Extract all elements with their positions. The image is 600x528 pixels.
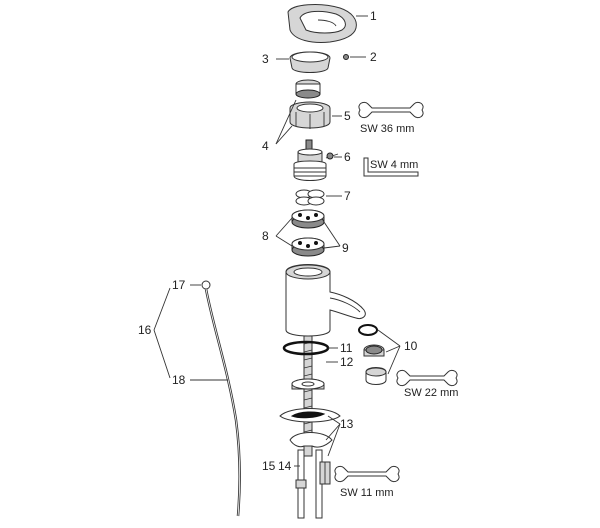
ceramic-disc-upper	[291, 209, 325, 229]
label-12: 12	[340, 355, 354, 369]
washer	[291, 378, 325, 390]
cartridge-nut	[289, 101, 331, 129]
label-16: 16	[138, 323, 152, 337]
leader-4a	[275, 99, 297, 145]
label-4: 4	[262, 139, 269, 153]
mounting-plate	[279, 408, 341, 423]
leader-10c	[387, 345, 401, 375]
leader-9a	[323, 221, 341, 247]
label-8: 8	[262, 229, 269, 243]
aerator-insert	[363, 344, 385, 357]
leader-8a	[275, 217, 293, 237]
label-11: 11	[340, 341, 353, 355]
supply-hose-cold	[295, 449, 307, 519]
rod-knob	[201, 280, 211, 290]
label-6: 6	[344, 150, 351, 164]
cartridge-screw	[325, 152, 339, 160]
label-10: 10	[404, 339, 418, 353]
tool-label-wrench-22: SW 22 mm	[404, 387, 458, 399]
leader-10a	[377, 329, 401, 347]
aerator-seal	[358, 324, 378, 336]
ceramic-disc-lower	[291, 237, 325, 257]
lever-handle	[287, 4, 357, 43]
cap	[289, 51, 331, 73]
hex-nut	[319, 461, 331, 485]
leader-13c	[327, 423, 341, 457]
label-17: 17	[172, 278, 186, 292]
leader-9b	[323, 245, 341, 249]
leader-16a	[153, 287, 171, 331]
set-screw	[343, 54, 349, 60]
leader-13a	[327, 415, 341, 425]
wrench-11-icon	[334, 465, 400, 483]
leader-4b	[275, 125, 293, 145]
faucet-body	[285, 264, 366, 337]
label-13: 13	[340, 417, 354, 431]
label-14: 14	[278, 459, 292, 473]
leader-16b	[153, 329, 171, 379]
label-1: 1	[370, 9, 377, 23]
label-7: 7	[344, 189, 351, 203]
label-9: 9	[342, 241, 349, 255]
horseshoe-washer	[289, 432, 333, 448]
leader-13b	[325, 423, 341, 441]
wrench-36-icon	[358, 101, 424, 119]
label-18: 18	[172, 373, 186, 387]
pop-up-rod	[204, 288, 241, 517]
leader-10b	[385, 345, 401, 353]
hex-key-4-icon	[363, 157, 419, 177]
aerator-housing	[365, 367, 387, 385]
label-3: 3	[262, 52, 269, 66]
seal-rings	[295, 189, 325, 206]
leader-8b	[275, 235, 293, 247]
wrench-22-icon	[396, 369, 458, 387]
tool-label-wrench-36: SW 36 mm	[360, 123, 414, 135]
tool-label-wrench-11: SW 11 mm	[340, 487, 394, 499]
retaining-ring	[295, 79, 321, 99]
label-5: 5	[344, 109, 351, 123]
label-2: 2	[370, 50, 377, 64]
tool-label-hex-key-4: SW 4 mm	[370, 159, 418, 171]
pop-up-rod-highlight	[205, 288, 241, 517]
cartridge	[293, 139, 327, 181]
label-15: 15	[262, 459, 276, 473]
